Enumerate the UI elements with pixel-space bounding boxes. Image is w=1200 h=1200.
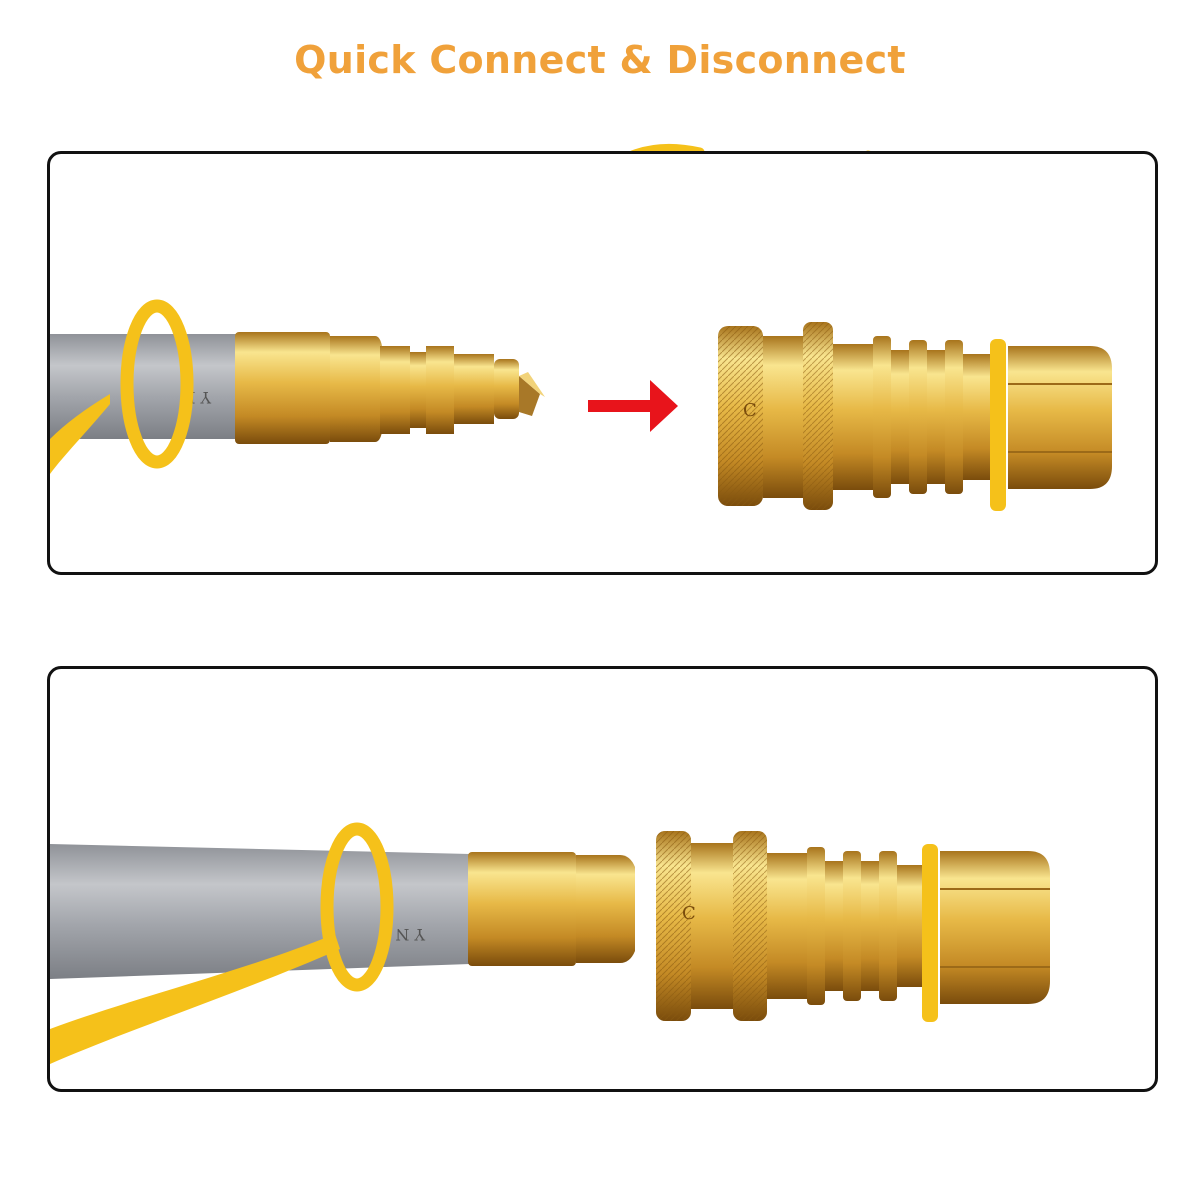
coupler-stamp-mark: C <box>682 903 696 924</box>
hose-marking-text: Y N <box>395 925 426 944</box>
coupler-stamp-mark: C <box>743 400 757 421</box>
page-title: Quick Connect & Disconnect <box>294 38 906 82</box>
yellow-strap-ring <box>50 822 394 1064</box>
disconnected-panel: Y N <box>47 151 1158 575</box>
disconnected-illustration: Y N <box>50 299 1112 511</box>
gray-hose: Y N <box>50 844 470 979</box>
connected-panel: Y N C <box>47 666 1158 1092</box>
male-plug-fitting <box>235 332 545 444</box>
right-arrow-icon <box>588 380 678 432</box>
female-coupler-fitting: C <box>718 322 1112 511</box>
male-plug-fitting <box>468 852 635 966</box>
yellow-strap-ring <box>50 299 194 474</box>
connected-illustration: Y N C <box>50 822 1050 1064</box>
female-coupler-fitting: C <box>656 831 1050 1022</box>
